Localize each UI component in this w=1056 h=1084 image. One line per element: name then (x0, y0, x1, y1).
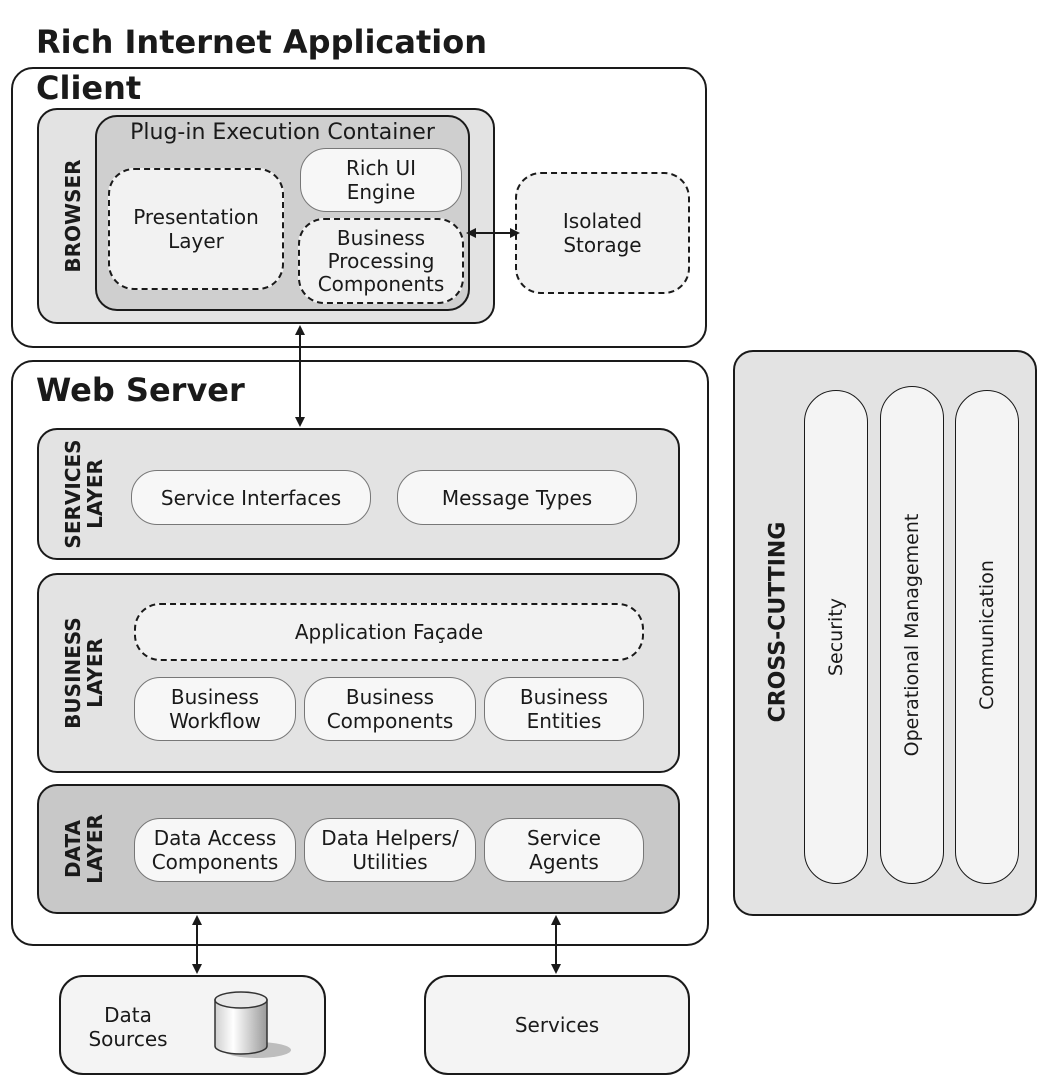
security-column (804, 390, 868, 884)
business-components: Business Components (304, 677, 476, 741)
plugin-container-label: Plug-in Execution Container (130, 120, 435, 145)
presentation-layer: Presentation Layer (108, 168, 284, 290)
application-facade: Application Façade (134, 603, 644, 661)
message-types: Message Types (397, 470, 637, 525)
diagram-title: Rich Internet Application (36, 23, 487, 61)
business-entities: Business Entities (484, 677, 644, 741)
business-processing-components: Business Processing Components (298, 218, 464, 304)
data-sources-label: Data Sources (88, 1003, 168, 1051)
isolated-storage: Isolated Storage (515, 172, 690, 294)
operational-management-column (880, 386, 944, 884)
service-agents: Service Agents (484, 818, 644, 882)
database-icon (214, 991, 291, 1058)
web-server-heading: Web Server (36, 371, 245, 409)
business-workflow: Business Workflow (134, 677, 296, 741)
data-helpers-utilities: Data Helpers/ Utilities (304, 818, 476, 882)
services-box (424, 975, 690, 1075)
client-heading: Client (36, 69, 142, 107)
services-label: Services (514, 1013, 600, 1037)
data-sources-box (59, 975, 326, 1075)
communication-column (955, 390, 1019, 884)
rich-ui-engine: Rich UI Engine (300, 148, 462, 212)
service-interfaces: Service Interfaces (131, 470, 371, 525)
data-access-components: Data Access Components (134, 818, 296, 882)
